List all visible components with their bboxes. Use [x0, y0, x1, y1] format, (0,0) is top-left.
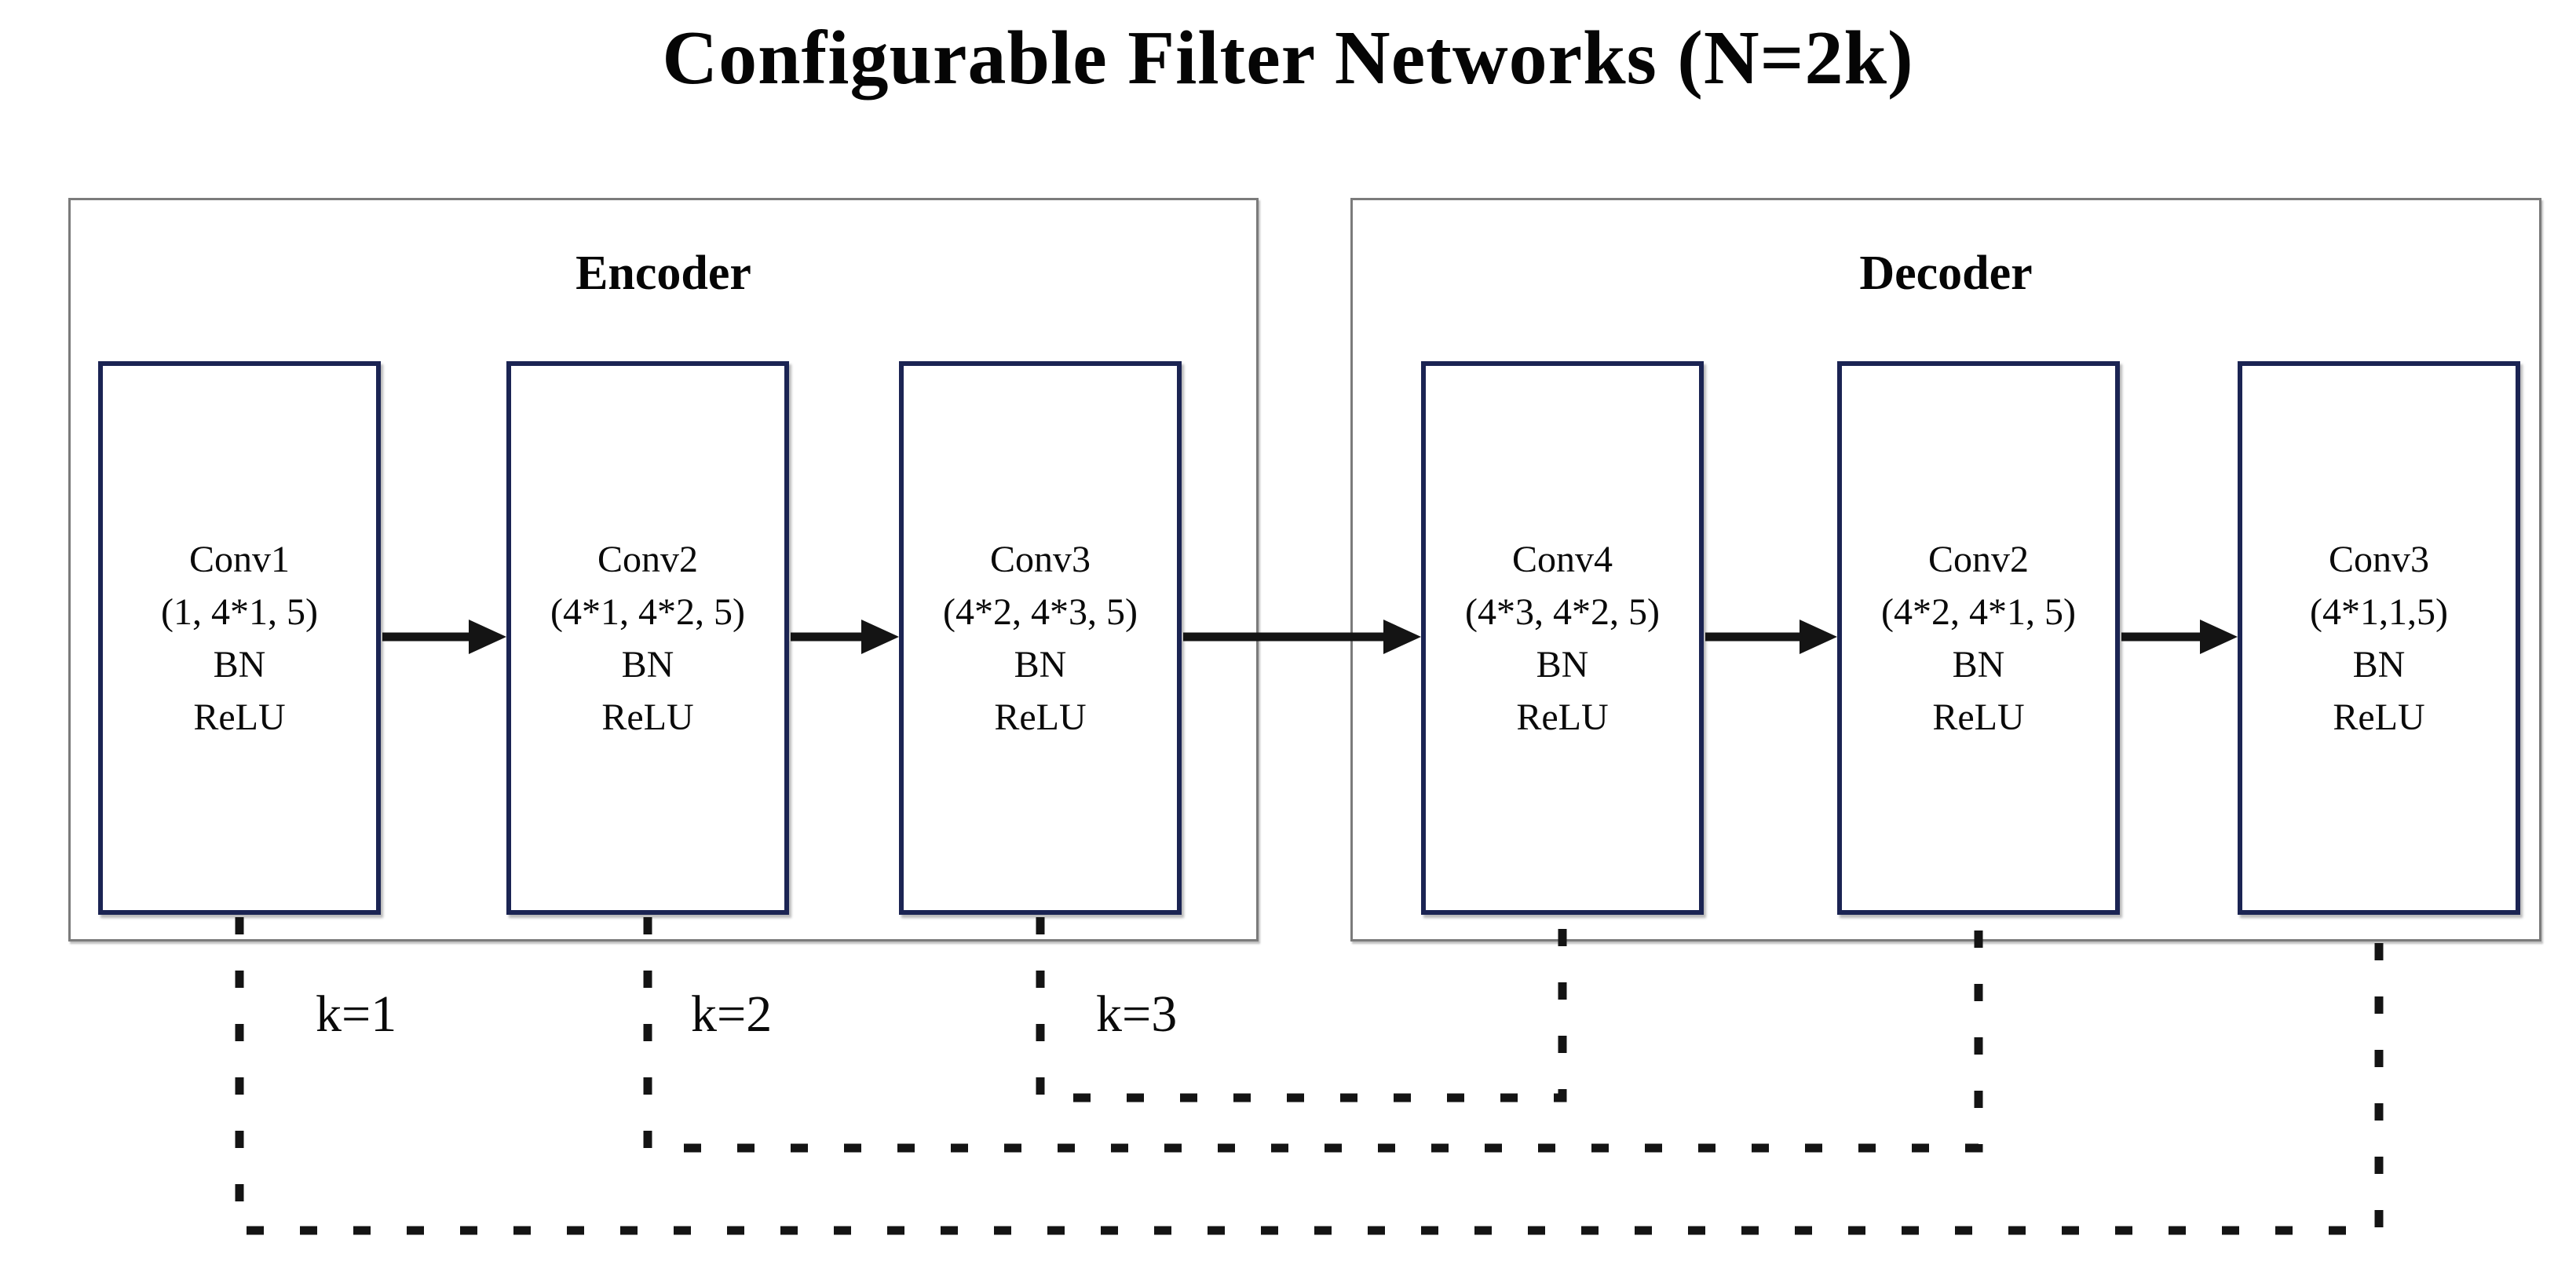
relu-label: ReLU: [2333, 696, 2425, 738]
conv-layer-params: (4*3, 4*2, 5): [1465, 590, 1660, 633]
decoder-conv-block-3: Conv3 (4*1,1,5) BN ReLU: [2238, 361, 2520, 915]
relu-label: ReLU: [1932, 696, 2025, 738]
skip-connection-k1: [235, 917, 2384, 1235]
conv-layer-params: (4*1, 4*2, 5): [550, 590, 745, 633]
conv-layer-params: (1, 4*1, 5): [161, 590, 318, 633]
conv-layer-params: (4*2, 4*3, 5): [943, 590, 1138, 633]
decoder-conv-block-1: Conv4 (4*3, 4*2, 5) BN ReLU: [1421, 361, 1704, 915]
conv-layer-params: (4*2, 4*1, 5): [1881, 590, 2076, 633]
batch-norm-label: BN: [2352, 643, 2406, 686]
encoder-conv-block-2: Conv2 (4*1, 4*2, 5) BN ReLU: [506, 361, 789, 915]
skip-label-k2: k=2: [691, 985, 773, 1043]
decoder-panel-label: Decoder: [1859, 247, 2033, 300]
conv-layer-name: Conv3: [2328, 538, 2429, 580]
relu-label: ReLU: [1516, 696, 1609, 738]
batch-norm-label: BN: [1952, 643, 2005, 686]
encoder-conv-block-3: Conv3 (4*2, 4*3, 5) BN ReLU: [899, 361, 1182, 915]
conv-layer-params: (4*1,1,5): [2310, 590, 2448, 633]
batch-norm-label: BN: [1536, 643, 1589, 686]
relu-label: ReLU: [601, 696, 694, 738]
conv-layer-name: Conv1: [188, 538, 290, 580]
skip-connection-k2: [643, 917, 1983, 1153]
conv-layer-name: Conv3: [989, 538, 1091, 580]
encoder-panel-label: Encoder: [575, 247, 751, 300]
skip-label-k3: k=3: [1096, 985, 1178, 1043]
relu-label: ReLU: [994, 696, 1087, 738]
batch-norm-label: BN: [213, 643, 266, 686]
batch-norm-label: BN: [1014, 643, 1067, 686]
conv-layer-name: Conv2: [1927, 538, 2029, 580]
encoder-conv-block-1: Conv1 (1, 4*1, 5) BN ReLU: [98, 361, 381, 915]
page-title: Configurable Filter Networks (N=2k): [662, 16, 1914, 101]
skip-label-k1: k=1: [316, 985, 397, 1043]
batch-norm-label: BN: [621, 643, 674, 686]
relu-label: ReLU: [193, 696, 286, 738]
conv-layer-name: Conv4: [1511, 538, 1613, 580]
decoder-conv-block-2: Conv2 (4*2, 4*1, 5) BN ReLU: [1837, 361, 2120, 915]
conv-layer-name: Conv2: [597, 538, 698, 580]
